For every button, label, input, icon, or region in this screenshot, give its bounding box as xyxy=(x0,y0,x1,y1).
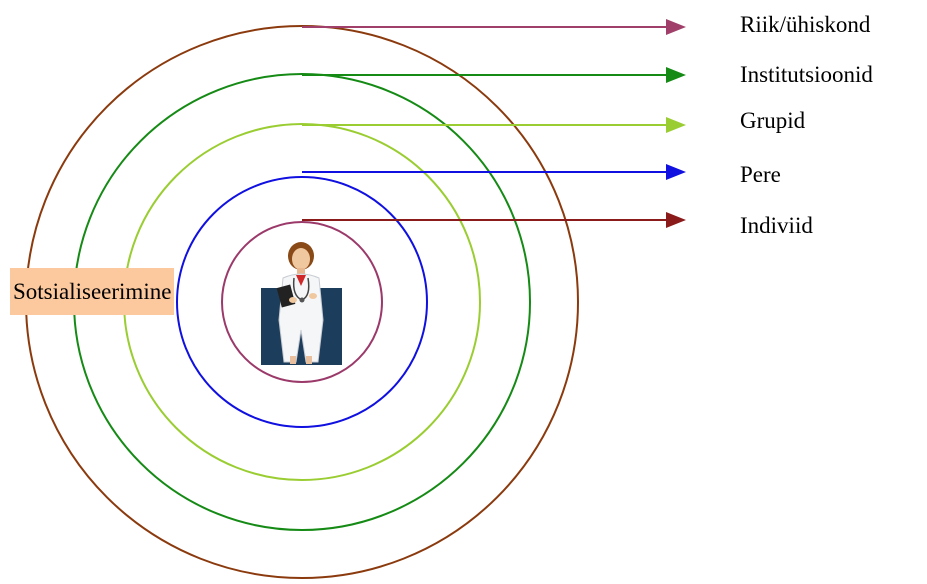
arrow-head-institutsioonid xyxy=(666,67,686,83)
arrow-head-indiviid xyxy=(666,212,686,228)
arrow-head-riik-uhiskond xyxy=(666,19,686,35)
center-label: Sotsialiseerimine xyxy=(10,268,175,315)
level-label-indiviid: Indiviid xyxy=(740,213,813,238)
arrow-head-grupid xyxy=(666,117,686,133)
doctor-figure-icon xyxy=(261,242,342,365)
level-label-riik-uhiskond: Riik/ühiskond xyxy=(740,12,871,37)
level-label-pere: Pere xyxy=(740,162,781,187)
arrow-head-pere xyxy=(666,164,686,180)
ring-pere xyxy=(176,176,428,428)
level-label-institutsioonid: Institutsioonid xyxy=(740,62,873,87)
ring-indiviid xyxy=(221,221,383,383)
level-label-grupid: Grupid xyxy=(740,108,806,133)
